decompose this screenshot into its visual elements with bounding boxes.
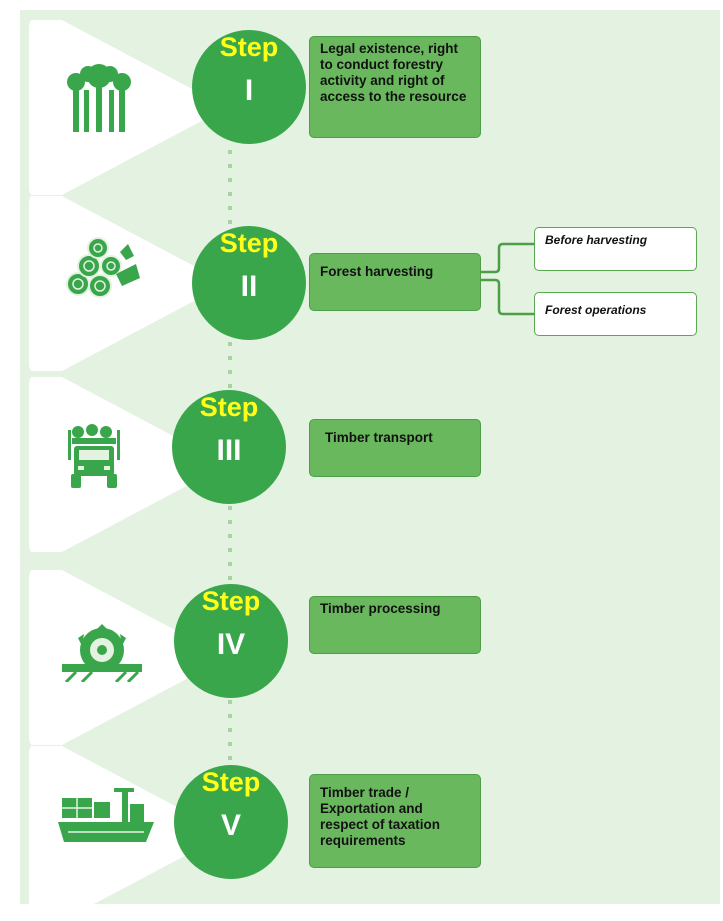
step-1-label: Step: [219, 32, 279, 62]
step-5-circle: Step V: [174, 765, 288, 879]
branch-connector: [481, 242, 537, 316]
connector-dot: [228, 520, 232, 524]
step-2-arrow: [20, 196, 240, 371]
forest-operations-box: Forest operations: [534, 292, 697, 336]
connector-dot: [228, 206, 232, 210]
connector-dot: [228, 506, 232, 510]
step-5-text: Timber trade / Exportation and respect o…: [320, 785, 441, 848]
connector-dot: [228, 742, 232, 746]
connector-dot: [228, 534, 232, 538]
step-4-label: Step: [201, 586, 261, 616]
step-1-box: Legal existence, right to conduct forest…: [309, 36, 481, 138]
connector-dot: [228, 548, 232, 552]
step-3-box: Timber transport: [309, 419, 481, 477]
logs-icon: [56, 234, 142, 307]
step-5-box: Timber trade / Exportation and respect o…: [309, 774, 481, 868]
connector-dot: [228, 164, 232, 168]
connector-dot: [228, 178, 232, 182]
step-2-label: Step: [219, 228, 279, 258]
cargo-ship-icon: [58, 788, 154, 849]
step-3-numeral: III: [216, 434, 242, 467]
connector-dot: [228, 756, 232, 760]
connector-dot: [228, 356, 232, 360]
step-3-text: Timber transport: [325, 430, 433, 445]
connector-dot: [228, 384, 232, 388]
step-4-numeral: IV: [216, 628, 246, 661]
trees-icon: [64, 62, 134, 141]
connector-dot: [228, 562, 232, 566]
step-3-arrow: [20, 377, 240, 552]
connector-dot: [228, 220, 232, 224]
before-harvesting-box: Before harvesting: [534, 227, 697, 271]
step-2-circle: Step II: [192, 226, 306, 340]
connector-dot: [228, 576, 232, 580]
step-4-box: Timber processing: [309, 596, 481, 654]
step-1-numeral: I: [244, 74, 254, 107]
step-3-label: Step: [199, 392, 259, 422]
step-4-circle: Step IV: [174, 584, 288, 698]
connector-dot: [228, 370, 232, 374]
forest-operations-text: Forest operations: [545, 303, 647, 317]
step-1-circle: Step I: [192, 30, 306, 144]
connector-dot: [228, 192, 232, 196]
step-4-text: Timber processing: [320, 601, 441, 616]
step-5-numeral: V: [220, 809, 241, 842]
connector-dot: [228, 150, 232, 154]
step-5-label: Step: [201, 767, 261, 797]
diagram-canvas: Step I Legal existence, right to conduct…: [20, 10, 720, 921]
log-truck-icon: [66, 424, 122, 495]
connector-dot: [228, 714, 232, 718]
step-2-numeral: II: [240, 270, 258, 303]
step-2-box: Forest harvesting: [309, 253, 481, 311]
saw-blade-icon: [62, 624, 142, 687]
before-harvesting-text: Before harvesting: [545, 233, 648, 247]
step-2-text: Forest harvesting: [320, 264, 434, 279]
connector-dot: [228, 728, 232, 732]
step-1-text: Legal existence, right to conduct forest…: [320, 41, 467, 104]
connector-dot: [228, 342, 232, 346]
step-3-circle: Step III: [172, 390, 286, 504]
connector-dot: [228, 700, 232, 704]
